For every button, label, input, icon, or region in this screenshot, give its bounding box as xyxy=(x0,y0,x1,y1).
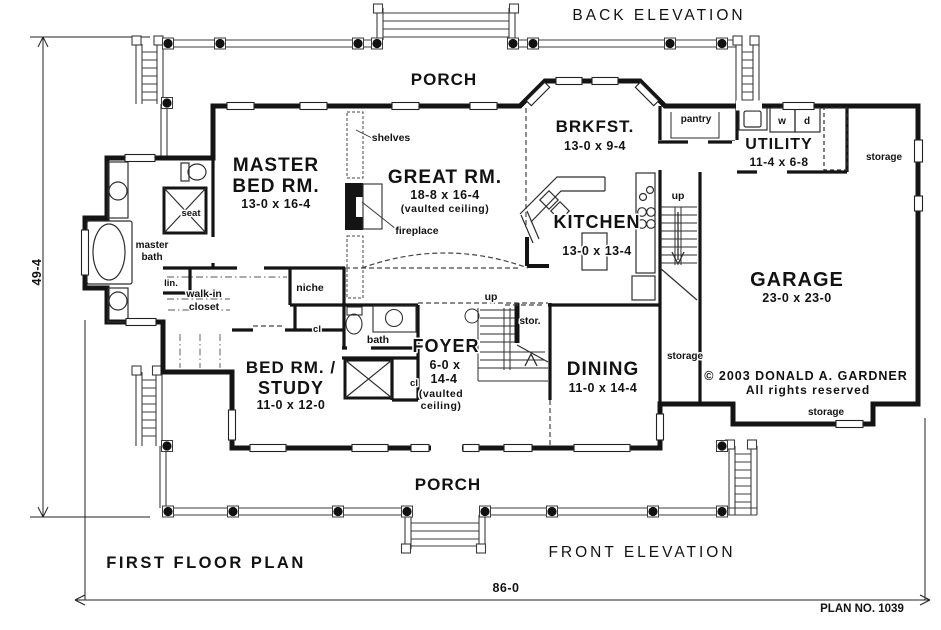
foyer-note1: (vaulted xyxy=(419,388,463,400)
shelves xyxy=(346,111,364,299)
exterior-walls xyxy=(82,78,921,451)
copyright-line1: © 2003 DONALD A. GARDNER xyxy=(704,369,908,383)
brkfst-name: BRKFST. xyxy=(556,117,635,136)
utility-name: UTILITY xyxy=(745,136,812,153)
master-bath-label1: master xyxy=(136,240,169,251)
shelves-label: shelves xyxy=(372,132,411,144)
garage-name: GARAGE xyxy=(750,269,844,291)
dashed-openings xyxy=(253,108,551,448)
foyer-note2: ceiling) xyxy=(421,400,462,412)
copyright-line2: All rights reserved xyxy=(746,383,870,397)
stairs-back xyxy=(659,206,698,301)
back-elevation-title: BACK ELEVATION xyxy=(572,7,745,24)
kitchen-size: 13-0 x 13-4 xyxy=(562,244,631,258)
up-foyer-label: up xyxy=(485,291,498,303)
fridge-icon xyxy=(631,275,656,301)
dim-height: 49-4 xyxy=(30,258,44,285)
first-floor-plan-title: FIRST FLOOR PLAN xyxy=(106,554,306,572)
kitchen-wall-stub xyxy=(525,237,549,268)
great-room-size: 18-8 x 16-4 xyxy=(410,188,479,202)
toilet-tank xyxy=(346,306,363,316)
study-size: 11-0 x 12-0 xyxy=(257,398,326,412)
cl-hall-label: cl xyxy=(313,324,321,335)
storage-bottom-label: storage xyxy=(808,407,845,418)
master-bed-name2: BED RM. xyxy=(232,176,319,197)
counter-bar-edge xyxy=(520,210,540,244)
island xyxy=(581,232,608,271)
great-room-note: (vaulted ceiling) xyxy=(401,203,489,215)
back-porch-label: PORCH xyxy=(411,70,477,89)
study-name: BED RM. / xyxy=(246,358,336,377)
foyer-size2: 14-4 xyxy=(430,372,457,386)
up-back-label: up xyxy=(672,190,685,202)
study-name2: STUDY xyxy=(258,378,324,398)
seat-label: seat xyxy=(181,208,201,219)
front-porch-posts xyxy=(161,440,728,518)
front-elevation-title: FRONT ELEVATION xyxy=(548,544,735,561)
great-room-name: GREAT RM. xyxy=(388,167,502,188)
vanity xyxy=(372,305,417,333)
pantry-label: pantry xyxy=(681,114,712,125)
master-bath-fixtures xyxy=(86,161,207,323)
closet-rod-lines xyxy=(167,276,287,368)
storage-mid-label: storage xyxy=(667,351,704,362)
kitchen-fixtures xyxy=(519,172,656,301)
foyer-name: FOYER xyxy=(412,336,479,356)
dim-width: 86-0 xyxy=(492,581,519,595)
toilet-icon xyxy=(187,163,207,181)
dining-size: 11-0 x 14-4 xyxy=(569,381,638,395)
back-porch-posts xyxy=(161,37,728,109)
back-door xyxy=(736,100,762,111)
sink-icon xyxy=(108,291,128,311)
master-bed-name: MASTER xyxy=(233,155,319,176)
window-seat-box xyxy=(162,186,208,235)
walk-in-label2: closet xyxy=(189,301,220,313)
bath-label: bath xyxy=(367,334,389,346)
brkfst-size: 13-0 x 9-4 xyxy=(564,139,626,153)
dryer-label: d xyxy=(804,116,810,127)
hall-bath-fixtures xyxy=(345,305,417,335)
sink-icon xyxy=(538,189,560,211)
door-openings xyxy=(208,100,762,453)
washer-label: w xyxy=(777,116,786,127)
windows xyxy=(80,76,924,453)
storage-right-label: storage xyxy=(866,152,903,163)
master-bath-label2: bath xyxy=(141,252,162,263)
garage-size: 23-0 x 23-0 xyxy=(762,291,831,305)
walk-in-label1: walk-in xyxy=(185,288,222,300)
fireplace-label: fireplace xyxy=(395,225,438,237)
plan-number: PLAN NO. 1039 xyxy=(820,603,904,615)
pantry-shelf xyxy=(670,112,720,139)
dining-name: DINING xyxy=(567,359,640,380)
stairs-foyer xyxy=(464,308,549,382)
foyer-size1: 6-0 x xyxy=(430,358,461,372)
utility-size: 11-4 x 6-8 xyxy=(749,155,808,169)
leader-lines xyxy=(355,129,397,230)
kitchen-name: KITCHEN xyxy=(554,212,641,232)
back-porch-railing xyxy=(131,3,760,158)
counter-angled xyxy=(519,176,606,223)
cl-foyer-label: cl xyxy=(410,378,418,389)
vanity-bottom xyxy=(107,287,129,323)
dimension-lines xyxy=(30,36,931,606)
sink-icon xyxy=(549,200,571,222)
front-porch-railing xyxy=(131,365,758,554)
front-door xyxy=(431,443,462,453)
sink-icon xyxy=(384,308,404,328)
fireplace xyxy=(345,183,383,230)
cabinets xyxy=(823,107,848,171)
lin-label: lin. xyxy=(164,278,178,289)
toilet-icon xyxy=(345,313,363,335)
front-porch-label: PORCH xyxy=(415,475,481,494)
study-closet-box xyxy=(343,358,394,400)
vanity-top xyxy=(107,161,129,219)
niche-label: niche xyxy=(296,282,324,294)
master-bed-size: 13-0 x 16-4 xyxy=(241,197,310,211)
stor-label: stor. xyxy=(519,316,540,327)
toilet-tank xyxy=(180,162,190,182)
tub-icon xyxy=(92,223,126,281)
sink-icon xyxy=(108,181,128,201)
